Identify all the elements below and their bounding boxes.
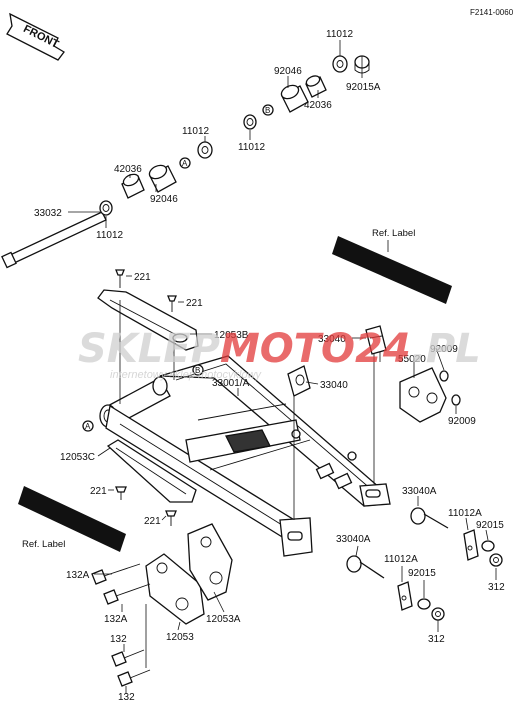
label-312-left: 312 xyxy=(428,634,445,645)
svg-text:SKLEPMOTO24.PL: SKLEPMOTO24.PL xyxy=(78,326,481,372)
bolt-221-b xyxy=(167,295,177,312)
diagram-code: F2141-0060 xyxy=(470,8,514,17)
label-132-2: 132 xyxy=(118,692,135,703)
sleeve-42036-top xyxy=(305,75,327,98)
label-12053a: 12053A xyxy=(206,614,241,625)
bearing-92046-top xyxy=(280,84,309,113)
label-132-1: 132 xyxy=(110,634,127,645)
label-33040-mid: 33040 xyxy=(320,380,348,391)
label-312-right: 312 xyxy=(488,582,505,593)
chain-guide-12053c xyxy=(106,439,197,503)
shaft-33032 xyxy=(1,211,107,269)
washer-312-right xyxy=(489,553,503,567)
label-11012-mid2: 11012 xyxy=(238,142,266,153)
nut-92015-left xyxy=(417,598,431,610)
label-132a-2: 132A xyxy=(104,614,128,625)
block-33040-top xyxy=(365,325,387,355)
ref-label-top: Ref. Label xyxy=(372,228,415,239)
watermark-part1: SKLEP xyxy=(78,326,220,372)
front-arrow-icon: FRONT xyxy=(6,12,65,61)
label-33040a-right: 33040A xyxy=(402,486,437,497)
svg-text:A: A xyxy=(182,159,188,168)
swingarm-33001a xyxy=(99,355,391,557)
part-labels: 11012 92046 92015A 42036 11012 11012 420… xyxy=(34,29,505,703)
label-12053b: 12053B xyxy=(214,330,249,341)
label-11012-mid: 11012 xyxy=(182,126,210,137)
label-33001a: 33001/A xyxy=(212,378,250,389)
label-221-c: 221 xyxy=(90,486,107,497)
adjuster-bolt-33040a-right xyxy=(410,507,449,529)
bolt-92009-bot xyxy=(451,394,461,406)
label-92009-top: 92009 xyxy=(430,344,458,355)
nut-11012-top xyxy=(332,55,348,73)
label-42036-left: 42036 xyxy=(114,164,142,175)
label-92015a: 92015A xyxy=(346,82,381,93)
bolt-221-a xyxy=(115,269,125,288)
marker-b-top: B xyxy=(262,104,274,116)
plate-11012a-right xyxy=(463,529,479,561)
watermark-part2: MOTO xyxy=(220,326,355,372)
bearing-92046-left xyxy=(148,164,177,193)
marker-a-top: A xyxy=(179,157,191,169)
label-92009-bot: 92009 xyxy=(448,416,476,427)
bolt-132a-2 xyxy=(103,583,151,605)
upper-plate-12053b xyxy=(97,289,199,351)
bolt-132-2 xyxy=(117,669,151,687)
marker-b-swingarm: B xyxy=(192,364,204,376)
sleeve-42036-left xyxy=(121,173,145,199)
label-221-a: 221 xyxy=(134,272,151,283)
label-42036-top: 42036 xyxy=(304,100,332,111)
label-92015-right: 92015 xyxy=(476,520,504,531)
watermark-part3: 24 xyxy=(355,326,411,372)
label-221-b: 221 xyxy=(186,298,203,309)
watermark-subtitle: internetowy sklep motocyklowy xyxy=(110,369,263,381)
plate-11012a-left xyxy=(397,581,413,611)
bolt-221-d xyxy=(165,510,177,526)
label-92015-left: 92015 xyxy=(408,568,436,579)
label-12053c: 12053C xyxy=(60,452,95,463)
label-132a-1: 132A xyxy=(66,570,90,581)
label-33040-top: 33040 xyxy=(318,334,346,345)
label-55020: 55020 xyxy=(398,354,426,365)
marker-a-swingarm: A xyxy=(82,420,94,432)
adjuster-12053 xyxy=(145,553,205,625)
label-11012-left: 11012 xyxy=(96,230,124,241)
block-33040-mid xyxy=(287,365,311,397)
adjuster-bolt-33040a-left xyxy=(346,555,385,579)
bolt-92009-top xyxy=(439,370,449,382)
uni-trak-decal-top: uni-trak xyxy=(332,236,452,323)
bolt-132-1 xyxy=(111,649,145,667)
svg-text:A: A xyxy=(85,422,91,431)
nut-92015-right xyxy=(481,540,495,552)
watermark: SKLEPMOTO24.PL internetowy sklep motocyk… xyxy=(78,326,481,381)
nut-11012-mid xyxy=(197,141,213,159)
ref-label-bottom: Ref. Label xyxy=(22,539,65,550)
adjuster-12053a xyxy=(187,523,233,601)
label-92046-left: 92046 xyxy=(150,194,178,205)
label-11012-top: 11012 xyxy=(326,29,354,40)
label-33040a-left: 33040A xyxy=(336,534,371,545)
svg-text:B: B xyxy=(195,366,200,375)
label-11012a-right: 11012A xyxy=(448,508,482,519)
bolt-221-c xyxy=(115,486,127,500)
leader-lines xyxy=(68,40,497,694)
svg-text:B: B xyxy=(265,106,270,115)
label-33032: 33032 xyxy=(34,208,62,219)
label-221-d: 221 xyxy=(144,516,161,527)
washer-312-left xyxy=(431,607,445,621)
label-92046-top: 92046 xyxy=(274,66,302,77)
label-12053: 12053 xyxy=(166,632,194,643)
watermark-part4: .PL xyxy=(411,326,481,372)
nut-11012-mid2 xyxy=(243,114,257,130)
label-11012a-left: 11012A xyxy=(384,554,418,565)
nut-11012-left xyxy=(99,200,113,216)
bracket-55020 xyxy=(399,367,447,423)
